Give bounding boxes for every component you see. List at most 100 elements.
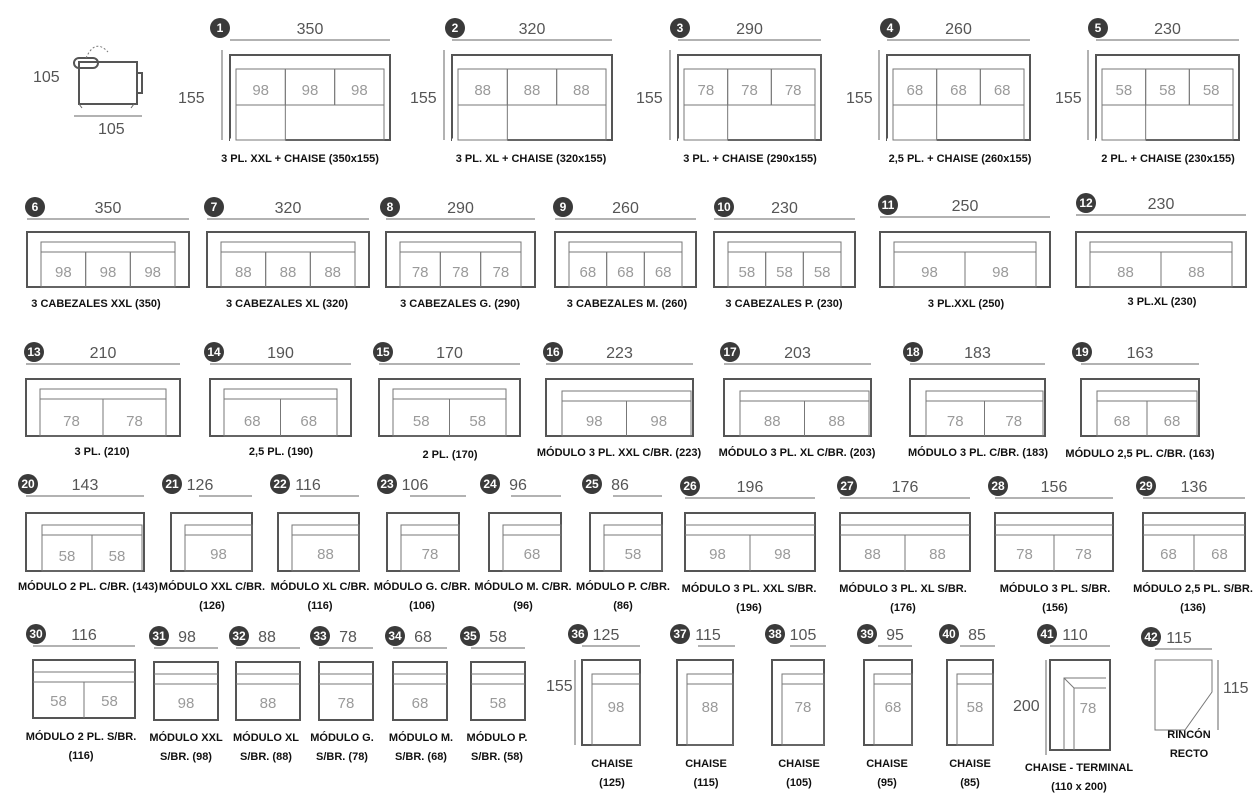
module-number-badge xyxy=(229,626,249,646)
seat-width: 88 xyxy=(317,546,334,563)
module-number: 29 xyxy=(1139,479,1153,493)
module-width: 320 xyxy=(519,21,546,38)
module-number: 4 xyxy=(887,21,894,35)
module-caption: MÓDULO P. xyxy=(467,731,528,744)
module-width: 125 xyxy=(593,627,620,644)
module-width: 136 xyxy=(1181,479,1208,496)
module-caption: MÓDULO P. C/BR. xyxy=(576,580,670,593)
module-number: 27 xyxy=(840,479,854,493)
module-width: 320 xyxy=(275,200,302,217)
seat-width: 88 xyxy=(929,546,946,563)
module-depth: 155 xyxy=(410,90,437,107)
seat-width: 88 xyxy=(260,695,277,712)
module-caption: MÓDULO 3 PL. XXL S/BR. xyxy=(682,582,817,595)
module-number: 19 xyxy=(1075,345,1089,359)
module-number-badge xyxy=(24,342,44,362)
module-width: 196 xyxy=(737,479,764,496)
module-caption: 3 PL. XXL + CHAISE (350x155) xyxy=(221,153,379,165)
module-number: 35 xyxy=(463,629,477,643)
seat-width: 68 xyxy=(655,264,672,281)
module-number-badge xyxy=(26,624,46,644)
seat-width: 78 xyxy=(697,82,714,99)
module-caption: MÓDULO M. C/BR. xyxy=(474,580,571,593)
module-number-badge xyxy=(380,197,400,217)
module-number-badge xyxy=(939,624,959,644)
module-caption: (95) xyxy=(877,777,897,789)
module-number: 14 xyxy=(207,345,221,359)
module-number-badge xyxy=(204,342,224,362)
module-caption: 3 CABEZALES XL (320) xyxy=(226,298,348,310)
module-number: 34 xyxy=(388,629,402,643)
module-outline xyxy=(723,378,872,437)
reference-armchair: 105 105 xyxy=(33,45,143,138)
seat-width: 68 xyxy=(1114,413,1131,430)
module-number: 8 xyxy=(387,200,394,214)
module-caption: (116) xyxy=(307,600,332,612)
module-outline xyxy=(545,378,694,437)
seat-width: 58 xyxy=(1203,82,1220,99)
module-width: 86 xyxy=(611,477,629,494)
reference-depth: 105 xyxy=(33,69,60,86)
module-number: 36 xyxy=(571,627,585,641)
module-number-badge xyxy=(460,626,480,646)
module-number: 5 xyxy=(1095,21,1102,35)
module-caption: (96) xyxy=(513,600,533,612)
module-width: 190 xyxy=(267,345,294,362)
module-number: 6 xyxy=(32,200,39,214)
module-width: 58 xyxy=(489,629,507,646)
module-caption: (106) xyxy=(409,600,435,612)
module-number: 23 xyxy=(380,477,394,491)
module-number: 13 xyxy=(27,345,41,359)
module-caption: CHAISE xyxy=(949,758,991,770)
seat-width: 58 xyxy=(625,546,642,563)
seat-width: 78 xyxy=(338,695,355,712)
module-width: 260 xyxy=(945,21,972,38)
module-width: 163 xyxy=(1127,345,1154,362)
module-outline xyxy=(392,661,448,721)
module-number: 38 xyxy=(768,627,782,641)
module-width: 115 xyxy=(695,627,721,644)
module-number-badge xyxy=(988,476,1008,496)
module-width: 88 xyxy=(258,629,276,646)
seat-width: 78 xyxy=(422,546,439,563)
seat-width: 78 xyxy=(63,413,80,430)
module-number-badge xyxy=(670,18,690,38)
module-caption: 2,5 PL. (190) xyxy=(249,446,314,458)
seat-width: 58 xyxy=(967,699,984,716)
seat-width: 78 xyxy=(412,264,429,281)
module-number: 18 xyxy=(906,345,920,359)
module-number-badge xyxy=(670,624,690,644)
module-number: 21 xyxy=(165,477,179,491)
seat-width: 58 xyxy=(413,413,430,430)
module-number-badge xyxy=(1088,18,1108,38)
module-width: 290 xyxy=(447,200,474,217)
module-caption: MÓDULO XL C/BR. xyxy=(271,580,370,593)
module-caption: MÓDULO XL xyxy=(233,731,299,744)
module-width: 85 xyxy=(968,627,986,644)
seat-width: 88 xyxy=(864,546,881,563)
module-number: 30 xyxy=(29,627,43,641)
module-caption: S/BR. (98) xyxy=(160,751,212,763)
module-outline xyxy=(318,661,374,721)
module-width: 250 xyxy=(952,198,979,215)
module-number: 11 xyxy=(882,198,895,212)
module-number: 20 xyxy=(21,477,35,491)
module-caption: (115) xyxy=(693,777,718,789)
module-number: 39 xyxy=(860,627,874,641)
module-width: 126 xyxy=(187,477,214,494)
module-number-badge xyxy=(765,624,785,644)
seat-width: 68 xyxy=(994,82,1011,99)
seat-width: 88 xyxy=(324,264,341,281)
module-number-badge xyxy=(720,342,740,362)
module-number-badge xyxy=(714,197,734,217)
seat-width: 78 xyxy=(126,413,143,430)
